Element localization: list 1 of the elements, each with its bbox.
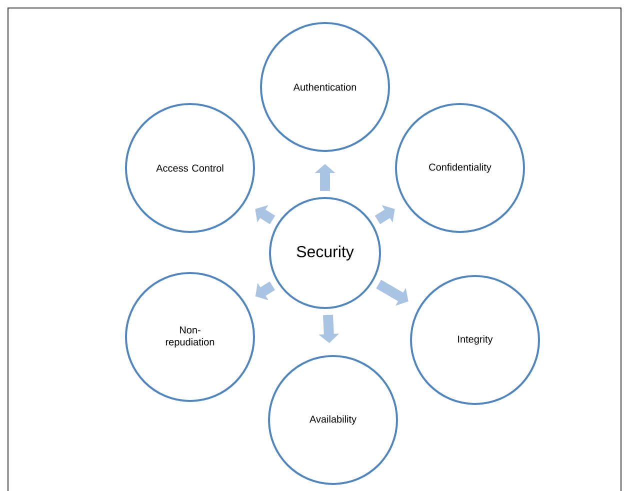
block-arrow xyxy=(374,205,395,224)
